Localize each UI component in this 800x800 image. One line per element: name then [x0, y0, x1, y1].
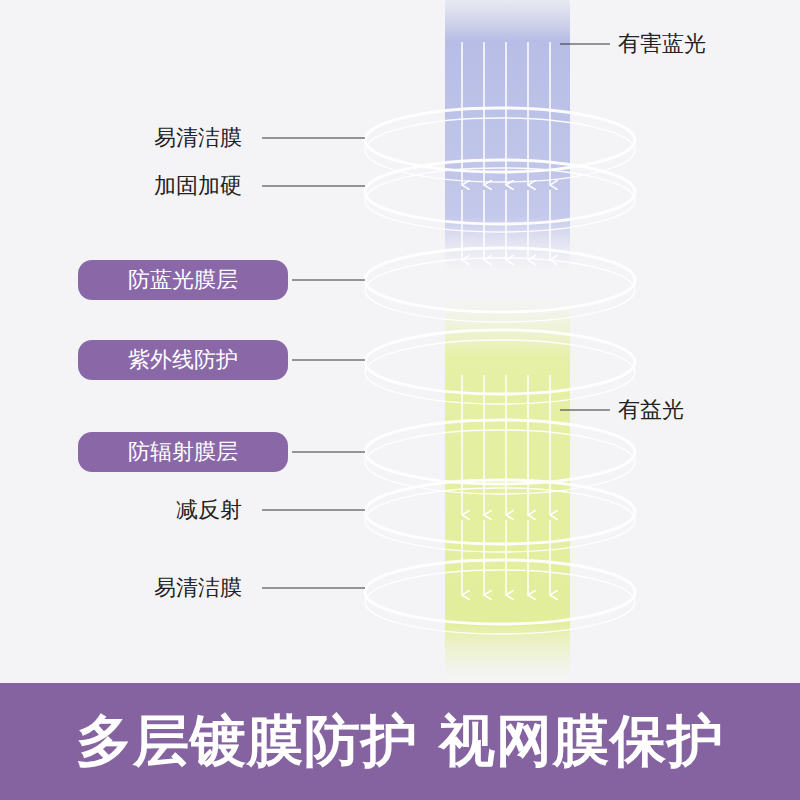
coating-pill: 防辐射膜层: [78, 432, 288, 472]
banner-text: 多层镀膜防护 视网膜保护: [76, 704, 724, 780]
light-arrows: [462, 42, 550, 595]
layer-label: 有益光: [618, 397, 684, 423]
coating-pill: 紫外线防护: [78, 340, 288, 380]
layer-label: 加固加硬: [154, 173, 242, 199]
layer-label: 易清洁膜: [154, 125, 242, 151]
pill-text: 紫外线防护: [128, 345, 238, 375]
layer-label: 易清洁膜: [154, 575, 242, 601]
title-banner: 多层镀膜防护 视网膜保护: [0, 683, 800, 800]
pill-text: 防辐射膜层: [128, 437, 238, 467]
layer-label: 减反射: [176, 497, 242, 523]
leader-lines: [262, 44, 610, 588]
pill-text: 防蓝光膜层: [128, 265, 238, 295]
layer-label: 有害蓝光: [618, 31, 706, 57]
lens-layers: [365, 108, 635, 634]
coating-pill: 防蓝光膜层: [78, 260, 288, 300]
